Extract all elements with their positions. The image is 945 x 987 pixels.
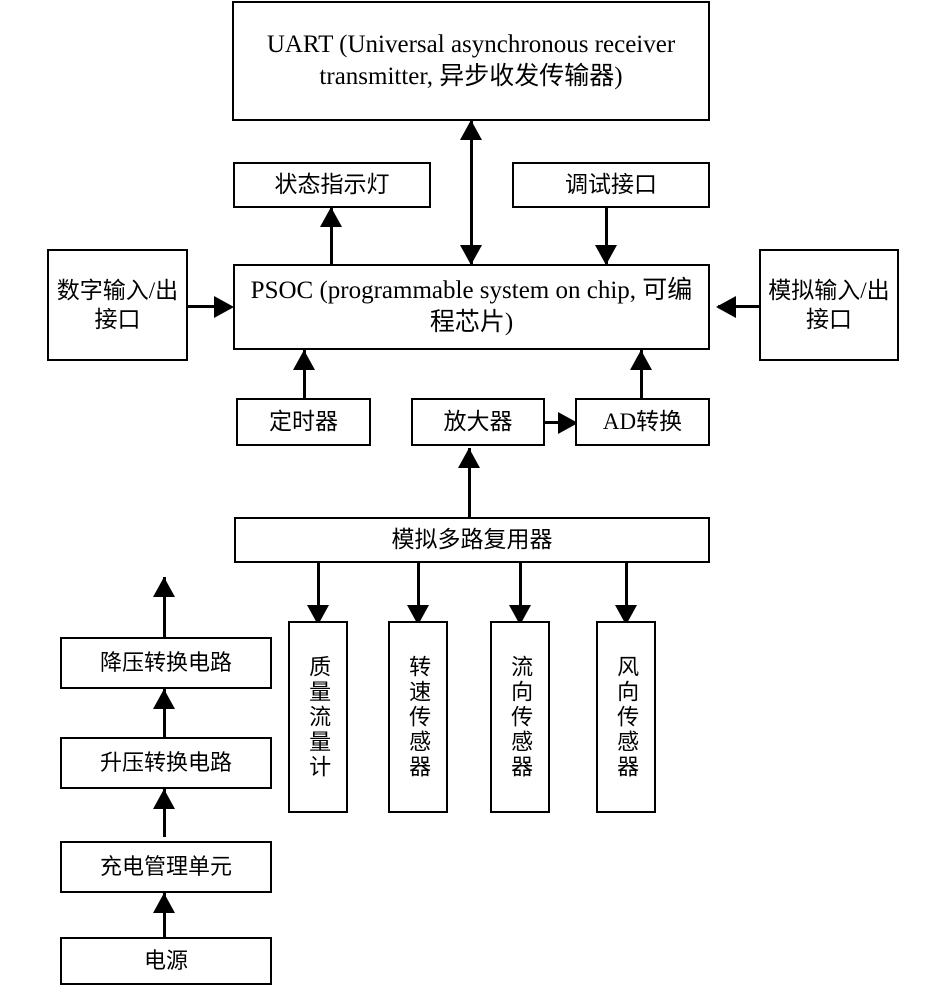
arrowhead-to-sensor-4: [615, 605, 637, 625]
connector-mux-amp: [468, 448, 471, 518]
connector-timer-psoc: [303, 350, 306, 398]
connector-boost-buck: [163, 689, 166, 737]
block-power-source-label: 电源: [143, 947, 188, 973]
connector-ad-psoc: [640, 350, 643, 398]
block-analog-io-label: 模拟输入/出接口: [768, 277, 890, 332]
block-ad-converter[interactable]: AD转换: [575, 398, 710, 446]
arrowhead-to-psoc-from-analog: [716, 296, 736, 318]
block-amplifier-label: 放大器: [443, 409, 513, 435]
connector-mux-sensor-2: [417, 563, 420, 625]
block-psoc-label: PSOC (programmable system on chip, 可编程芯片…: [250, 277, 693, 336]
block-multiplexer[interactable]: 模拟多路复用器: [234, 517, 710, 563]
block-buck-converter[interactable]: 降压转换电路: [60, 637, 272, 689]
block-timer[interactable]: 定时器: [236, 398, 371, 446]
arrowhead-to-status-led: [320, 207, 342, 227]
arrowhead-to-psoc-from-timer: [293, 350, 315, 370]
arrowhead-to-boost: [153, 789, 175, 809]
block-analog-io[interactable]: 模拟输入/出接口: [759, 249, 899, 361]
connector-buck-system: [163, 577, 166, 637]
arrowhead-to-ad-from-amp: [558, 412, 578, 434]
block-multiplexer-label: 模拟多路复用器: [391, 527, 553, 553]
block-timer-label: 定时器: [269, 409, 338, 435]
arrowhead-to-sensor-1: [307, 605, 329, 625]
block-ad-converter-label: AD转换: [602, 409, 683, 435]
connector-psoc-uart: [470, 118, 473, 268]
block-sensor-speed-label: 转速传感器: [406, 654, 432, 780]
block-buck-converter-label: 降压转换电路: [99, 649, 232, 675]
block-amplifier[interactable]: 放大器: [411, 398, 545, 446]
block-status-led-label: 状态指示灯: [274, 172, 390, 198]
block-sensor-flow-direction[interactable]: 流向传感器: [490, 621, 550, 813]
block-sensor-wind-direction[interactable]: 风向传感器: [596, 621, 656, 813]
block-status-led[interactable]: 状态指示灯: [233, 162, 431, 208]
block-debug-port[interactable]: 调试接口: [512, 162, 710, 208]
arrowhead-to-sensor-3: [509, 605, 531, 625]
arrowhead-to-sensor-2: [407, 605, 429, 625]
connector-analog-io-psoc: [718, 305, 760, 308]
block-debug-port-label: 调试接口: [565, 172, 657, 198]
block-power-source[interactable]: 电源: [60, 937, 272, 985]
block-sensor-wind-direction-label: 风向传感器: [614, 654, 640, 780]
block-digital-io[interactable]: 数字输入/出接口: [47, 249, 188, 361]
connector-debug-psoc: [605, 207, 608, 267]
arrowhead-to-amp-from-mux: [458, 448, 480, 468]
arrowhead-to-buck: [153, 689, 175, 709]
connector-digital-io-psoc: [188, 305, 228, 308]
block-sensor-speed[interactable]: 转速传感器: [388, 621, 448, 813]
arrowhead-to-psoc-from-ad: [630, 350, 652, 370]
block-sensor-mass-flow-label: 质量流量计: [306, 654, 332, 780]
connector-mux-sensor-4: [625, 563, 628, 625]
connector-charge-boost: [163, 789, 166, 837]
block-psoc[interactable]: PSOC (programmable system on chip, 可编程芯片…: [233, 264, 710, 350]
arrowhead-to-system-supply: [153, 577, 175, 597]
block-uart[interactable]: UART (Universal asynchronous receiver tr…: [232, 1, 710, 121]
block-uart-label: UART (Universal asynchronous receiver tr…: [266, 31, 676, 90]
block-charge-manager[interactable]: 充电管理单元: [60, 841, 272, 893]
arrowhead-to-psoc-from-debug: [595, 245, 617, 265]
block-sensor-mass-flow[interactable]: 质量流量计: [288, 621, 348, 813]
block-digital-io-label: 数字输入/出接口: [56, 277, 179, 332]
arrowhead-to-psoc-from-digital: [214, 296, 234, 318]
arrowhead-to-psoc-from-uart: [460, 245, 482, 265]
block-boost-converter[interactable]: 升压转换电路: [60, 737, 272, 789]
block-charge-manager-label: 充电管理单元: [99, 853, 232, 879]
connector-mux-sensor-1: [317, 563, 320, 625]
connector-power-charge: [163, 893, 166, 941]
block-sensor-flow-direction-label: 流向传感器: [508, 654, 534, 780]
arrowhead-to-charge-manager: [153, 893, 175, 913]
connector-psoc-status-led: [330, 207, 333, 267]
connector-mux-sensor-3: [519, 563, 522, 625]
arrowhead-to-uart: [460, 120, 482, 140]
block-boost-converter-label: 升压转换电路: [99, 749, 232, 775]
